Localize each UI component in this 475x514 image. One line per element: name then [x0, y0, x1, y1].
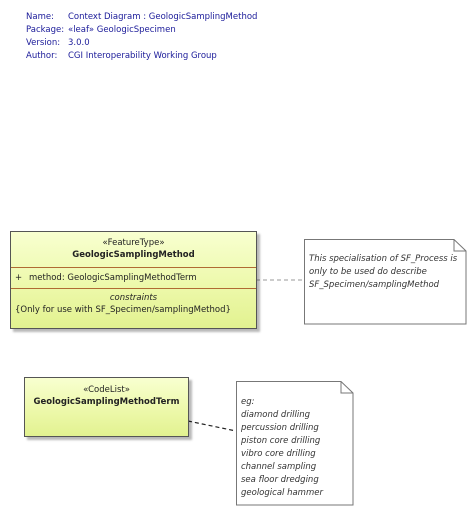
metadata-name-row: Name: Context Diagram : GeologicSampling…: [26, 11, 257, 24]
note-line-5: vibro core drilling: [241, 449, 316, 459]
metadata-name-key: Name:: [26, 12, 54, 22]
note-line-2: diamond drilling: [241, 410, 311, 420]
metadata-package-key: Package:: [26, 25, 65, 35]
diagram-metadata: Name: Context Diagram : GeologicSampling…: [26, 11, 257, 63]
geologic-sampling-method-class[interactable]: «FeatureType» GeologicSamplingMethod + me…: [10, 231, 257, 329]
class-header: «CodeList» GeologicSamplingMethodTerm: [25, 378, 188, 408]
class-stereotype: «CodeList»: [83, 385, 130, 395]
metadata-name-value: Context Diagram : GeologicSamplingMethod: [68, 12, 258, 22]
note-line-3: percussion drilling: [241, 423, 319, 433]
note-line-8: geological hammer: [241, 488, 323, 498]
metadata-package-row: Package: «leaf» GeologicSpecimen: [26, 24, 257, 37]
note-line-6: channel sampling: [241, 462, 317, 472]
metadata-author-value: CGI Interoperability Working Group: [68, 51, 217, 61]
note-line-1: This specialisation of SF_Process is: [309, 254, 458, 264]
metadata-version-key: Version:: [26, 38, 61, 48]
class-stereotype: «FeatureType»: [102, 238, 165, 248]
attributes-compartment: + method: GeologicSamplingMethodTerm: [11, 267, 256, 288]
class-header: «FeatureType» GeologicSamplingMethod: [11, 232, 256, 267]
class-name: GeologicSamplingMethodTerm: [33, 397, 180, 407]
note-line-3: SF_Specimen/samplingMethod: [309, 280, 440, 290]
attribute-visibility: +: [15, 273, 23, 283]
metadata-author-key: Author:: [26, 51, 58, 61]
metadata-author-row: Author: CGI Interoperability Working Gro…: [26, 50, 257, 63]
geologic-sampling-method-term-class[interactable]: «CodeList» GeologicSamplingMethodTerm: [24, 377, 189, 437]
note-line-7: sea floor dredging: [241, 475, 319, 485]
featuretype-note[interactable]: This specialisation of SF_Process is onl…: [304, 239, 467, 325]
codelist-note[interactable]: eg: diamond drilling percussion drilling…: [236, 381, 354, 506]
note-shape: [236, 381, 354, 506]
metadata-version-value: 3.0.0: [68, 38, 90, 48]
attribute-method[interactable]: method: GeologicSamplingMethodTerm: [29, 273, 197, 283]
note-line-1: eg:: [241, 397, 255, 407]
constraints-compartment: constraints {Only for use with SF_Specim…: [11, 288, 256, 316]
metadata-version-row: Version: 3.0.0: [26, 37, 257, 50]
note-shape: [304, 239, 467, 325]
class-name: GeologicSamplingMethod: [72, 250, 195, 260]
note-line-4: piston core drilling: [241, 436, 321, 446]
codelist-note-link[interactable]: [187, 420, 237, 432]
note-line-2: only to be used do describe: [309, 267, 427, 277]
constraints-title: constraints: [109, 293, 158, 303]
constraint-text: {Only for use with SF_Specimen/samplingM…: [15, 305, 231, 315]
metadata-package-value: «leaf» GeologicSpecimen: [68, 25, 176, 35]
